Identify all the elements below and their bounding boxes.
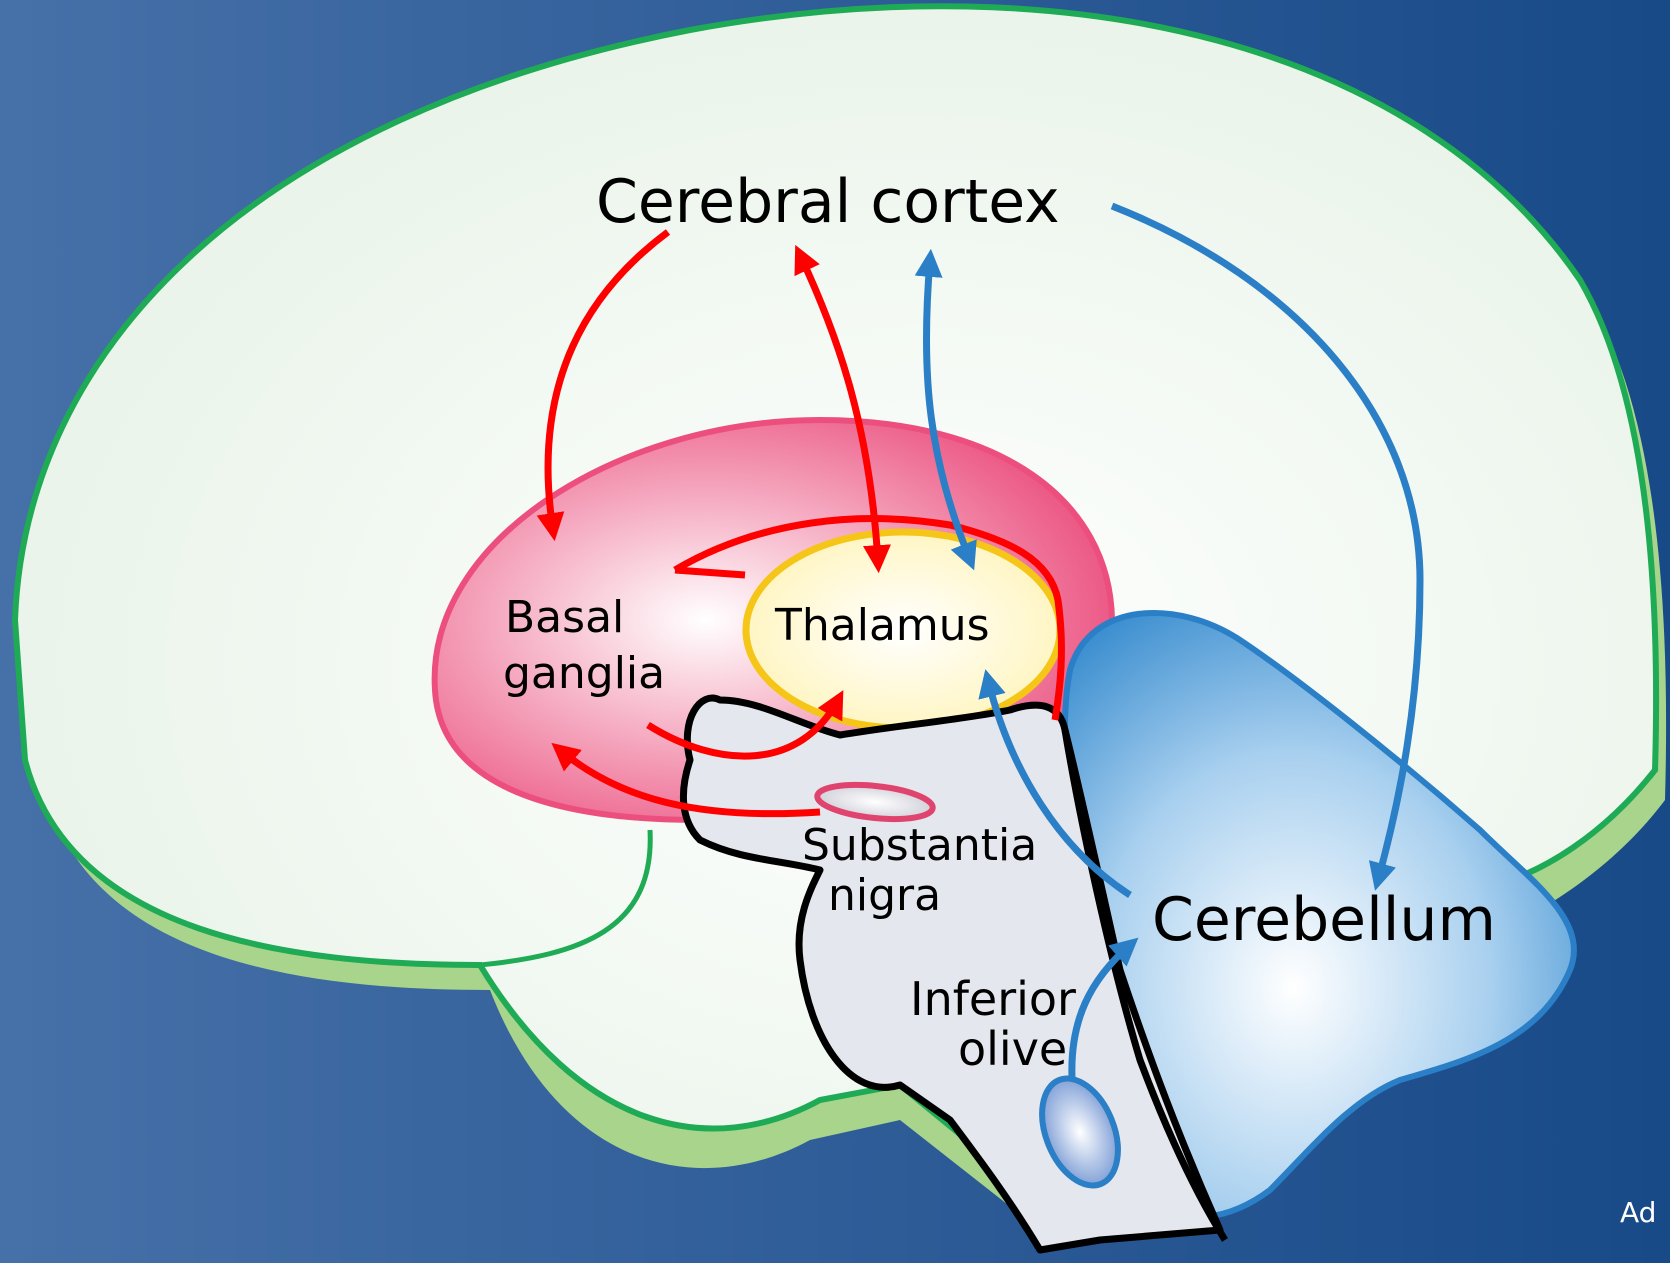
label-basal-ganglia-line2: ganglia [503, 648, 665, 699]
label-inferior-olive-line2: olive [958, 1022, 1067, 1076]
label-cerebellum: Cerebellum [1152, 885, 1496, 955]
label-thalamus: Thalamus [774, 600, 990, 651]
label-substantia-nigra-line1: Substantia [802, 820, 1037, 871]
label-basal-ganglia-line1: Basal [505, 592, 624, 643]
corner-text: Ad [1620, 1196, 1656, 1229]
arrow-basal-ganglia-to-thalamus-tail [675, 570, 745, 575]
label-substantia-nigra-line2: nigra [828, 870, 941, 921]
label-inferior-olive-line1: Inferior [910, 972, 1076, 1026]
label-cerebral-cortex: Cerebral cortex [596, 167, 1060, 237]
